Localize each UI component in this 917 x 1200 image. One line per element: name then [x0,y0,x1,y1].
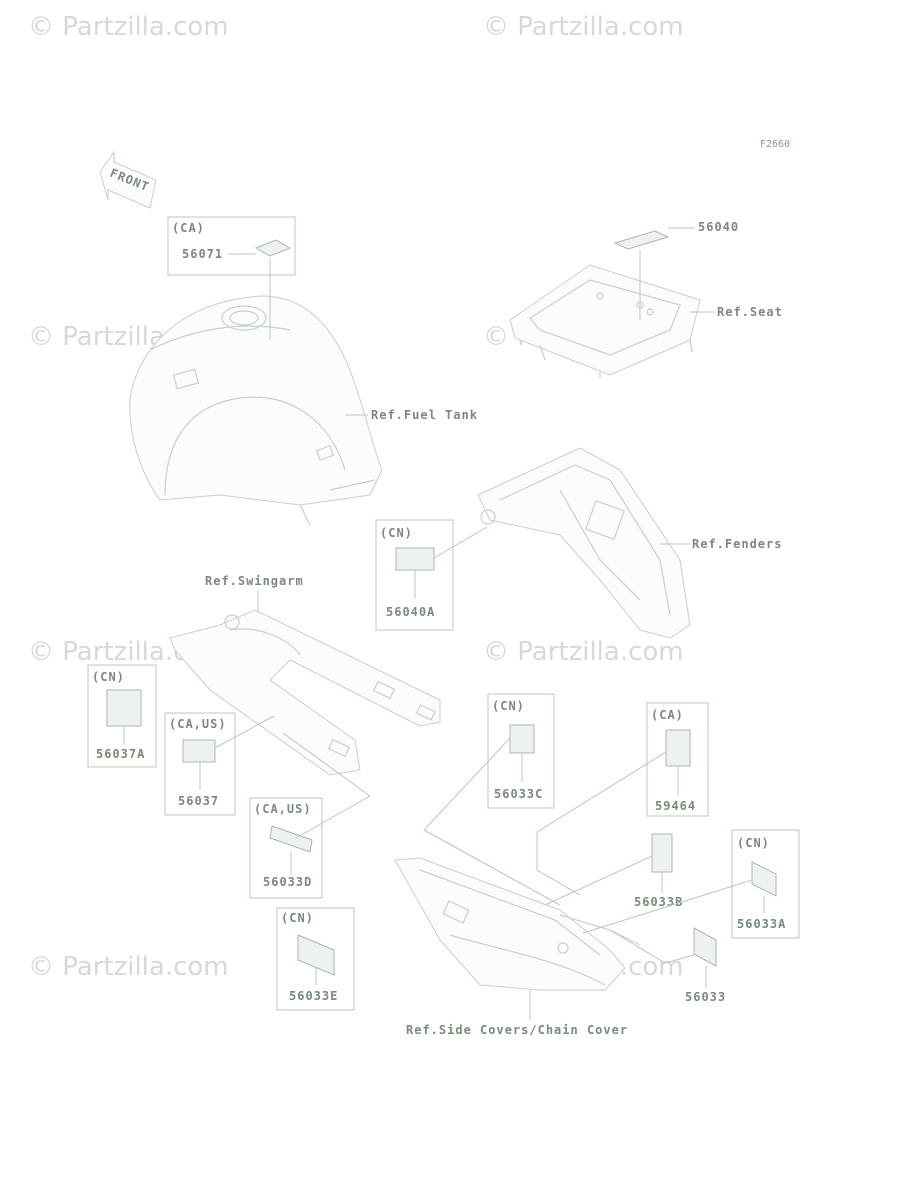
part-number-56040A[interactable]: 56040A [386,605,435,619]
region-cn: (CN) [281,911,314,925]
region-cn: (CN) [380,526,413,540]
ref-seat[interactable]: Ref.Seat [717,305,783,319]
decal-56033C [509,724,535,754]
watermark: © Partzilla.com [483,637,684,667]
part-number-56033[interactable]: 56033 [685,990,726,1004]
region-ca: (CA) [172,221,205,235]
seat-drawing [509,264,701,378]
watermark: © Partzilla.com [28,952,229,982]
region-ca-us: (CA,US) [254,802,312,816]
decal-box-56037A [87,664,157,768]
fender-drawing [477,447,691,639]
ref-fuel-tank[interactable]: Ref.Fuel Tank [371,408,478,422]
fuel-tank-drawing [129,295,383,526]
part-number-56071[interactable]: 56071 [182,247,223,261]
part-number-56033D[interactable]: 56033D [263,875,312,889]
decal-56033A [751,861,777,897]
decal-59464 [665,729,691,767]
front-arrow-icon: FRONT [99,150,157,209]
region-cn: (CN) [737,836,770,850]
watermark: © Partzilla.com [483,12,684,42]
part-number-56033C[interactable]: 56033C [494,787,543,801]
decal-56037A [106,689,142,727]
decal-56037 [182,739,216,763]
watermark: © Partzilla.com [28,12,229,42]
part-number-56033A[interactable]: 56033A [737,917,786,931]
part-number-59464[interactable]: 59464 [655,799,696,813]
decal-box-56071 [167,216,296,276]
part-number-56033E[interactable]: 56033E [289,989,338,1003]
decal-box-56033A [731,829,800,939]
side-cover-drawing [394,857,641,991]
decal-box-56033E [276,907,355,1011]
ref-swingarm[interactable]: Ref.Swingarm [205,574,304,588]
decal-box-56033D [249,797,323,899]
decal-box-56040A [375,519,454,631]
decal-56040A [395,547,435,571]
decal-56033D [269,825,313,853]
decal-56033E [297,934,335,976]
decal-56071 [254,239,292,257]
ref-side-covers[interactable]: Ref.Side Covers/Chain Cover [406,1023,628,1037]
decal-56040 [613,230,670,250]
region-cn: (CN) [92,670,125,684]
decal-box-56033C [487,693,555,809]
ref-fenders[interactable]: Ref.Fenders [692,537,782,551]
figure-code: F2660 [760,139,790,150]
part-number-56033B[interactable]: 56033B [634,895,683,909]
decal-56033B [651,833,673,873]
part-number-56040[interactable]: 56040 [698,220,739,234]
region-ca-us: (CA,US) [169,717,227,731]
swingarm-drawing [169,609,441,776]
region-cn: (CN) [492,699,525,713]
decal-box-56037 [164,712,236,816]
part-number-56037[interactable]: 56037 [178,794,219,808]
decal-56033 [693,927,717,967]
decal-box-59464 [646,702,709,817]
region-ca: (CA) [651,708,684,722]
part-number-56037A[interactable]: 56037A [96,747,145,761]
